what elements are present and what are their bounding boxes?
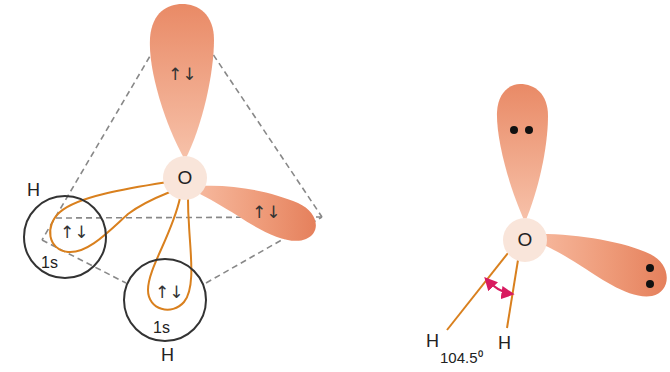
atom-symbol: O bbox=[178, 168, 193, 187]
oxygen-atom: O bbox=[163, 156, 207, 200]
electron-pair: ↑↓ bbox=[168, 66, 197, 83]
electron-pair: ↑↓ bbox=[60, 224, 89, 241]
atom-symbol: H bbox=[161, 346, 174, 364]
orbital-name: 1s bbox=[41, 255, 58, 271]
atom-symbol: H bbox=[426, 332, 439, 350]
atom-symbol: H bbox=[498, 334, 511, 352]
atom-symbol: O bbox=[518, 230, 533, 249]
oxygen-atom: O bbox=[503, 218, 547, 262]
atom-symbol: H bbox=[27, 181, 40, 199]
orbital-name: 1s bbox=[153, 320, 170, 336]
bond-angle: 104.5⁰ bbox=[440, 350, 483, 365]
electron-pair: ↑↓ bbox=[252, 204, 281, 221]
electron-pair: ↑↓ bbox=[155, 284, 184, 301]
